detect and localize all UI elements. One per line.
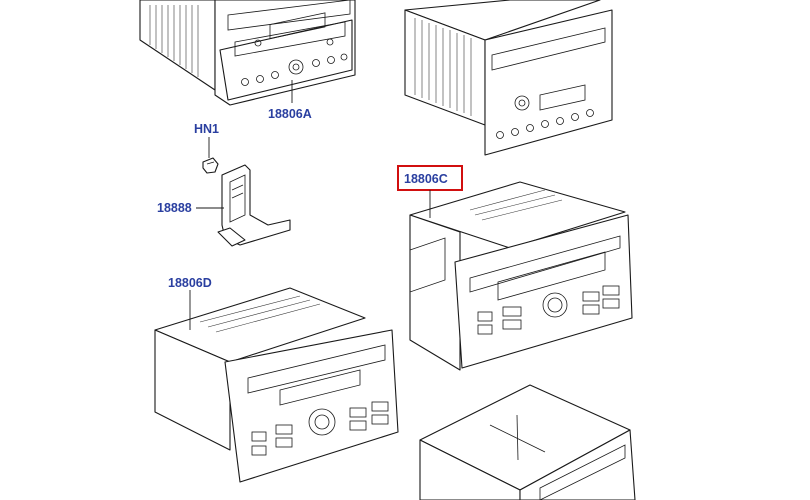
bracket-18888[interactable] bbox=[217, 164, 291, 247]
radio-unit-bottom-right[interactable] bbox=[419, 384, 636, 500]
callout-18806c[interactable]: 18806C bbox=[404, 172, 448, 186]
radio-unit-18806a[interactable] bbox=[139, 0, 356, 106]
radio-unit-18806d[interactable] bbox=[154, 287, 399, 483]
callout-hn1[interactable]: HN1 bbox=[194, 122, 219, 136]
callout-18806a[interactable]: 18806A bbox=[268, 107, 312, 121]
radio-unit-18806c[interactable] bbox=[409, 181, 633, 371]
clip-hn1[interactable] bbox=[202, 157, 219, 174]
callout-18806d[interactable]: 18806D bbox=[168, 276, 212, 290]
radio-unit-top-right[interactable] bbox=[404, 0, 613, 156]
callout-18888[interactable]: 18888 bbox=[157, 201, 192, 215]
